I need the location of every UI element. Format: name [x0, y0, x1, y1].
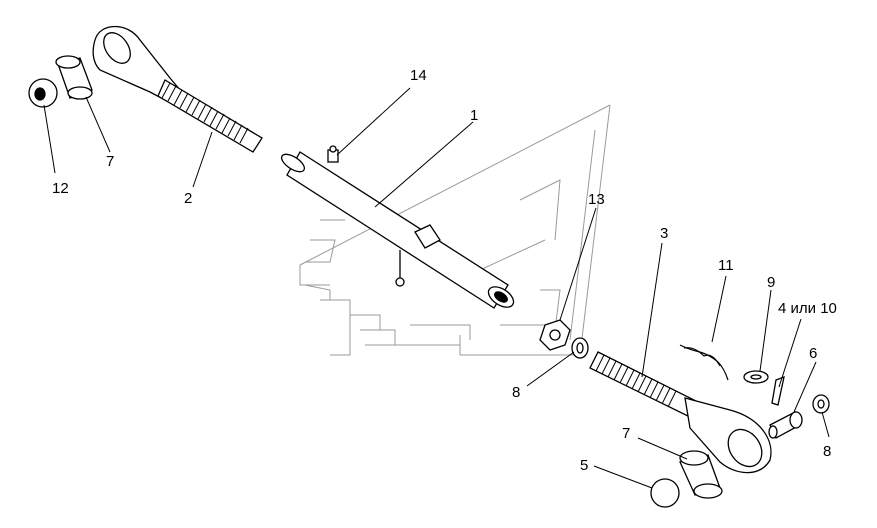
ball-part-5 [650, 478, 680, 508]
callout-6: 6 [809, 345, 817, 362]
cotter-pin-part-4-or-10 [771, 375, 785, 406]
callout-13: 13 [588, 191, 605, 208]
leader-lines [43, 87, 830, 489]
callout-5: 5 [580, 457, 588, 474]
callout-8-center: 8 [512, 384, 520, 401]
callout-7-right: 7 [622, 425, 630, 442]
callout-3: 3 [660, 225, 668, 242]
nut-part-13 [539, 319, 571, 351]
grease-fitting-part-14 [327, 145, 339, 163]
ball-part-12 [28, 78, 58, 108]
callout-11: 11 [718, 257, 734, 274]
tube-part-1 [280, 151, 515, 309]
rod-end-part-3 [589, 351, 772, 474]
washer-part-8-center [571, 337, 589, 359]
callout-labels: 12 7 2 14 1 13 3 11 9 4 или 10 6 8 8 7 5 [52, 67, 837, 474]
callout-2: 2 [184, 190, 192, 207]
rod-end-part-2 [92, 26, 263, 153]
spring-washer-part-9 [743, 370, 769, 384]
callout-1: 1 [470, 107, 478, 124]
washer-part-8-right [812, 394, 830, 414]
bushing-part-7-left [55, 55, 93, 100]
watermark-logo [299, 104, 611, 356]
callout-14: 14 [410, 67, 427, 84]
pin-part-6 [768, 411, 803, 439]
callout-8-right: 8 [823, 443, 831, 460]
bushing-part-7-right [679, 450, 723, 499]
callout-4-or-10: 4 или 10 [778, 300, 837, 317]
callout-12: 12 [52, 180, 69, 197]
chain-part-11 [679, 344, 729, 381]
callout-7-left: 7 [106, 153, 114, 170]
callout-9: 9 [767, 274, 775, 291]
